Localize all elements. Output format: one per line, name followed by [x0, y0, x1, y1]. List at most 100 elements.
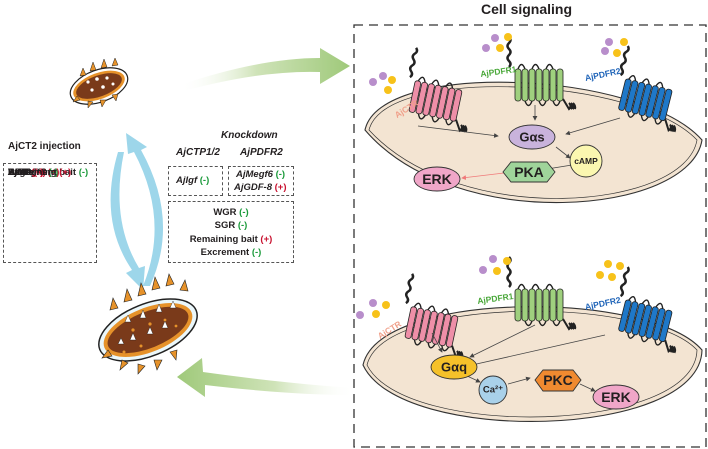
pathway-top-arrows — [417, 105, 621, 172]
sea-cucumber-large-icon — [98, 273, 198, 375]
kd-ctp-effect: AjIgf (-) — [176, 175, 210, 186]
ligand-yellow — [604, 260, 612, 268]
transmembrane-helix — [436, 86, 449, 119]
knockdown-title: Knockdown — [221, 130, 278, 141]
transmembrane-helix — [618, 299, 632, 332]
kd-pdfr2-effect-2: AjGDF-8 (+) — [234, 182, 287, 193]
injection-effect-item: Excrement (+) — [8, 166, 71, 179]
loop — [413, 302, 422, 309]
c-terminus-coil — [664, 118, 677, 133]
transmembrane-helix — [659, 309, 673, 343]
injection-effect-item: AjIgf (+) — [8, 166, 44, 179]
c-terminus-coil — [455, 119, 468, 133]
ca-label: Ca²⁺ — [482, 384, 504, 396]
injection-effect-item: AjGDF-8 (-) — [8, 166, 58, 179]
transmembrane-helix — [429, 84, 442, 118]
transmembrane-helix — [449, 89, 463, 122]
ca-node — [478, 375, 508, 405]
transmembrane-helix — [422, 83, 435, 116]
camp-node — [569, 144, 603, 178]
transmembrane-helix — [652, 308, 666, 341]
loop — [627, 332, 636, 339]
erk-bottom-label: ERK — [601, 389, 631, 405]
loop — [517, 63, 526, 70]
green-arrow-top — [180, 48, 350, 92]
effect-label: AjMegf6 — [8, 167, 45, 178]
knockdown-shared-box — [168, 201, 294, 263]
transmembrane-helix — [625, 80, 639, 113]
ligand-yellow — [382, 301, 390, 309]
transmembrane-helix — [638, 304, 652, 337]
effect-label: WGR — [213, 207, 237, 218]
ligand-purple — [369, 78, 377, 86]
loop — [531, 63, 540, 70]
knockdown-effect-item: WGR (-) — [168, 206, 294, 219]
loop — [417, 113, 426, 120]
loop — [552, 320, 561, 327]
effect-sign: (-) — [48, 167, 59, 178]
pkc-label: PKC — [543, 372, 573, 388]
transmembrane-helix — [625, 301, 639, 334]
transmembrane-helix — [542, 68, 550, 102]
loop — [517, 283, 526, 290]
transmembrane-helix — [652, 87, 666, 120]
effect-label: WGR — [8, 167, 32, 178]
pka-node — [502, 161, 556, 183]
sea-cucumber-small-icon — [69, 57, 129, 109]
knockdown-effect-item: Remaining bait (+) — [168, 233, 294, 246]
loop — [640, 115, 649, 122]
transmembrane-helix — [618, 78, 632, 111]
ligand-yellow — [372, 310, 380, 318]
ligand-purple — [356, 311, 364, 319]
transmembrane-helix — [514, 288, 522, 322]
transmembrane-helix — [631, 302, 646, 336]
effect-sign: (+) — [33, 167, 46, 178]
effect-sign: (-) — [237, 220, 248, 232]
gas-label: Gαs — [519, 129, 545, 145]
loop — [641, 299, 650, 306]
loop — [441, 345, 450, 352]
effect-sign: (-) — [239, 207, 249, 218]
transmembrane-helix — [432, 312, 445, 345]
ligand-yellow — [596, 271, 604, 279]
loop — [441, 308, 450, 315]
ligand-yellow — [388, 76, 396, 84]
transmembrane-helix — [514, 68, 522, 102]
n-terminus-coil — [619, 266, 630, 298]
loop — [627, 111, 636, 118]
ligand-purple — [482, 44, 490, 52]
loop — [538, 320, 547, 327]
n-terminus-coil — [405, 273, 415, 305]
effect-label: Excrement — [200, 246, 250, 258]
effect-label: Remaining bait — [189, 233, 258, 245]
blue-arrow-down — [110, 152, 145, 290]
n-terminus-coil — [619, 45, 630, 77]
ligand-yellow — [613, 49, 621, 57]
loop — [654, 339, 663, 346]
transmembrane-helix — [549, 68, 557, 102]
camp-label: cAMP — [574, 156, 598, 166]
receptor-ajpdfr1-top — [506, 36, 577, 111]
transmembrane-helix — [418, 309, 431, 342]
loop — [641, 78, 650, 85]
injection-effect-item: Remaining bait (-) — [8, 166, 88, 179]
receptor-ajctr-bottom — [404, 273, 464, 359]
effect-sign: (+) — [59, 167, 72, 178]
loop — [445, 82, 454, 89]
transmembrane-helix — [549, 288, 557, 322]
gaq-node — [430, 354, 478, 380]
effect-sign: (-) — [251, 246, 262, 258]
ligand-purple — [479, 266, 487, 274]
effect-label: AjIgf — [8, 167, 30, 178]
loop — [628, 74, 637, 81]
transmembrane-helix — [542, 288, 550, 322]
green-arrow-bottom — [177, 358, 355, 397]
ligand-yellow — [616, 262, 624, 270]
erk-top-node — [413, 166, 461, 192]
transmembrane-helix — [425, 310, 438, 344]
transmembrane-helix — [528, 288, 536, 322]
knockdown-pdfr2-box — [228, 166, 294, 196]
blue-arrow-up — [126, 133, 164, 286]
ligand-yellow — [504, 33, 512, 41]
effect-sign: (+) — [47, 167, 60, 178]
